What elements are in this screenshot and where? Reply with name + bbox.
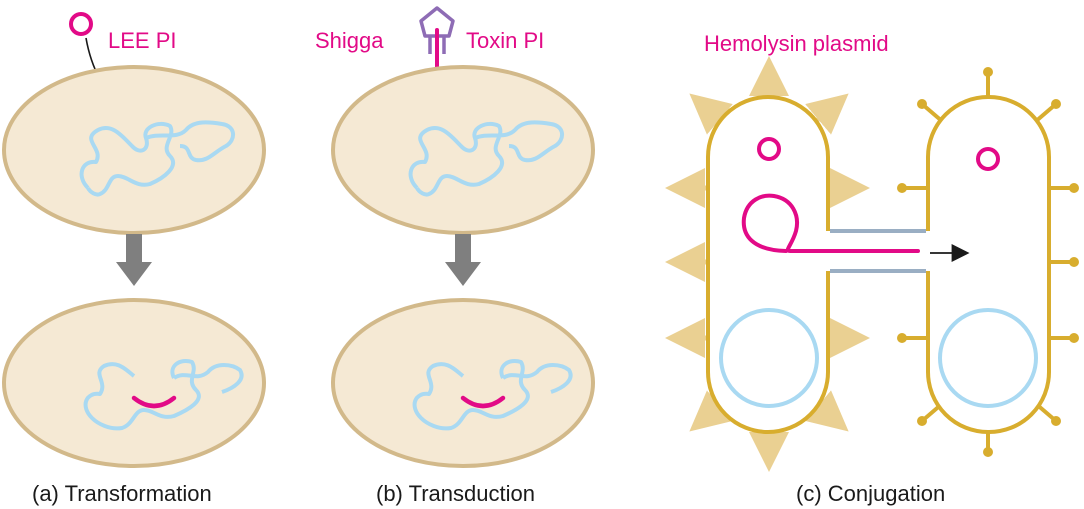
donor-pili	[665, 56, 870, 472]
hemolysin-plasmid-label: Hemolysin plasmid	[704, 31, 889, 56]
bacteriophage-icon	[419, 6, 455, 76]
caption-transduction: (b) Transduction	[376, 481, 535, 506]
chromosome-before	[408, 120, 564, 197]
integrated-gene	[131, 395, 177, 409]
chromosome-after	[83, 359, 244, 431]
donor-chromosome	[719, 308, 819, 408]
chromosome-after	[412, 359, 573, 431]
recipient-pili	[897, 67, 1079, 457]
integrated-gene	[460, 395, 506, 409]
plasmid-icon	[69, 12, 93, 36]
transferring-plasmid	[741, 193, 920, 253]
lee-pi-label: LEE PI	[108, 28, 176, 53]
caption-conjugation: (c) Conjugation	[796, 481, 945, 506]
panel-transformation: LEE PI (a) Transformation	[2, 12, 266, 506]
chromosome-before	[79, 120, 235, 197]
plasmid-icon	[757, 137, 781, 161]
down-arrow-icon	[116, 234, 152, 286]
caption-transformation: (a) Transformation	[32, 481, 212, 506]
cell-after	[331, 298, 595, 468]
down-arrow-icon	[445, 234, 481, 286]
shigga-label: Shigga	[315, 28, 384, 53]
cell-after	[2, 298, 266, 468]
recipient-chromosome	[938, 308, 1038, 408]
toxin-pi-label: Toxin PI	[466, 28, 544, 53]
panel-transduction: Shigga Toxin PI (b) Transduction	[315, 6, 595, 506]
plasmid-icon	[976, 147, 1000, 171]
panel-conjugation: Hemolysin plasmid	[665, 31, 1079, 506]
